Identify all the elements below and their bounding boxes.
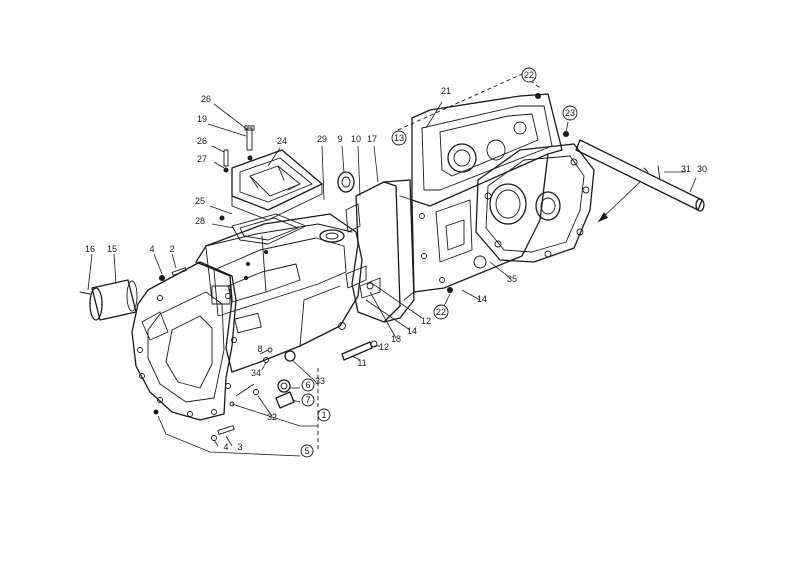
callout-circle-23 [562,105,578,121]
callout-circle-7 [301,393,315,407]
callout-label-27: 27 [197,154,207,164]
callout-label-25: 25 [195,196,205,206]
callout-label-22: 22 [524,70,534,80]
top-cover-plate [231,149,323,221]
callout-label-26: 26 [201,94,211,104]
callout-circle-5 [300,444,314,458]
rear-transmission-housing [399,93,563,301]
callout-label-24: 24 [277,136,287,146]
callout-label-17: 17 [367,134,377,144]
callout-label-10: 10 [351,134,361,144]
callout-label-19: 19 [197,114,207,124]
callout-label-13: 13 [394,133,404,143]
callout-label-14: 14 [407,326,417,336]
callout-label-4: 4 [149,244,154,254]
callout-label-6: 6 [305,380,310,390]
callout-label-12: 12 [379,342,389,352]
callout-label-28: 28 [195,216,205,226]
callout-label-34: 34 [251,368,261,378]
callout-label-21: 21 [441,86,451,96]
callout-label-11: 11 [357,358,366,368]
leader-lines [87,73,697,457]
shaft [575,139,705,223]
callout-circle-6 [301,378,315,392]
callout-label-26: 26 [197,136,207,146]
intermediate-housing [337,171,415,323]
callout-label-32: 32 [267,412,277,422]
gasket [231,213,307,245]
callout-label-16: 16 [85,244,95,254]
callout-label-9: 9 [337,134,342,144]
hardware [153,93,569,441]
callout-label-4: 4 [223,442,228,452]
front-transmission-case [195,213,363,373]
callout-label-7: 7 [305,395,310,405]
callout-label-29: 29 [317,134,327,144]
rear-cover-plate [475,143,595,263]
callout-label-31: 31 [681,164,691,174]
callout-circle-13 [391,130,407,146]
callout-label-12: 12 [421,316,431,326]
callout-label-30: 30 [697,164,707,174]
callout-label-23: 23 [565,108,575,118]
callout-label-2: 2 [169,244,174,254]
callout-circle-22 [433,304,449,320]
callout-label-35: 35 [507,274,517,284]
callout-label-3: 3 [237,442,242,452]
callout-label-1: 1 [321,410,326,420]
callout-label-15: 15 [107,244,117,254]
callout-label-33: 33 [315,376,325,386]
callout-label-8: 8 [257,344,262,354]
callout-label-5: 5 [304,446,309,456]
callout-label-14: 14 [477,294,487,304]
callout-circle-1 [317,408,331,422]
callout-circle-22 [521,67,537,83]
callout-label-22: 22 [436,307,446,317]
callout-label-18: 18 [391,334,401,344]
